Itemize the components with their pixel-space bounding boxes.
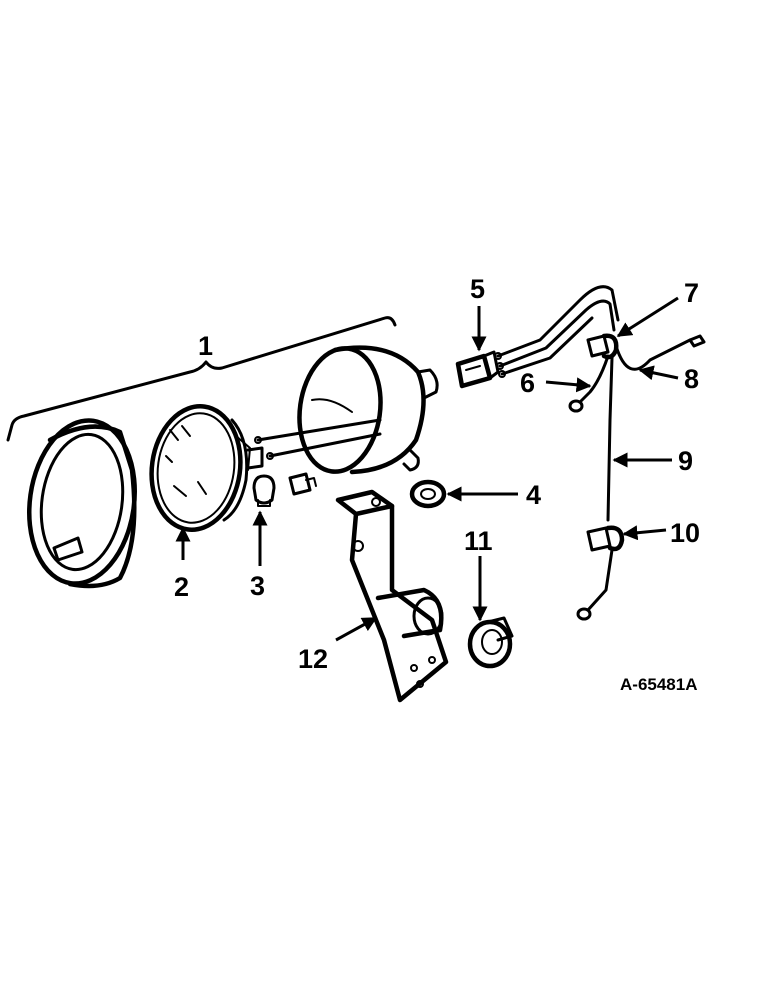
- leader-8: [638, 365, 679, 381]
- bulb: [252, 474, 276, 507]
- hose-clamp: [467, 616, 514, 669]
- mounting-bracket: [335, 489, 449, 703]
- callout-3: 3: [250, 571, 265, 601]
- leader-12: [335, 616, 378, 642]
- callout-4: 4: [526, 480, 541, 510]
- callout-10: 10: [670, 518, 700, 548]
- callout-12: 12: [298, 644, 328, 674]
- drawing-number: A-65481A: [620, 675, 698, 694]
- callout-labels: 1 2 3 4 5 6 7 8 9 10 11 12: [174, 274, 700, 674]
- leader-7: [616, 296, 679, 338]
- callout-5: 5: [470, 274, 485, 304]
- wiring-harness: [494, 285, 706, 621]
- leader-10: [622, 525, 667, 541]
- callout-6: 6: [520, 368, 535, 398]
- sealed-beam-lamp: [149, 404, 264, 532]
- assembly-bracket: [6, 316, 397, 442]
- callout-8: 8: [684, 364, 699, 394]
- callout-9: 9: [678, 446, 693, 476]
- leader-6: [545, 377, 592, 393]
- headlight-bezel-ring: [27, 418, 137, 589]
- headlight-housing: [297, 345, 439, 475]
- callout-1: 1: [198, 331, 213, 361]
- leader-lines: [175, 296, 679, 642]
- grommet: [409, 479, 447, 509]
- wiring-connector: [455, 350, 500, 389]
- callout-2: 2: [174, 572, 189, 602]
- lamp-wires: [254, 418, 382, 460]
- callout-7: 7: [684, 278, 699, 308]
- bulb-socket: [288, 472, 317, 496]
- callout-11: 11: [464, 526, 493, 556]
